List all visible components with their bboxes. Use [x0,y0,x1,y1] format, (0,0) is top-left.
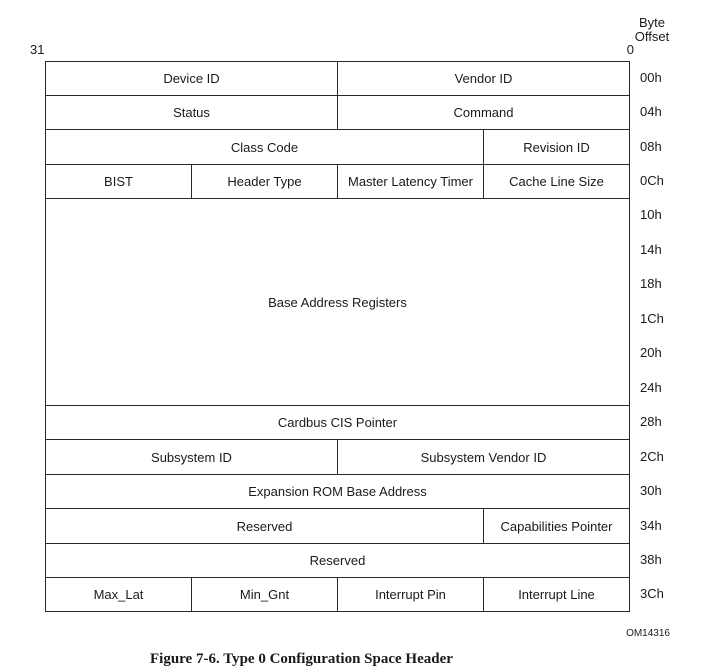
interrupt-line-field: Interrupt Line [483,577,630,612]
expansion-rom-base-address-field: Expansion ROM Base Address [45,474,630,509]
offset-label: 3Ch [640,586,664,601]
byte-offset-header-line1: Byte [638,15,665,30]
offset-label: 24h [640,380,662,395]
capabilities-pointer-field: Capabilities Pointer [483,508,630,544]
offset-label: 04h [640,104,662,119]
revision-id-field: Revision ID [483,129,630,165]
byte-offset-header-line2: Offset [634,29,670,44]
offset-label: 00h [640,70,662,85]
offset-label: 34h [640,518,662,533]
base-address-registers-field: Base Address Registers [45,198,630,406]
bist-field: BIST [45,164,192,199]
reserved-38h-field: Reserved [45,543,630,578]
figure-id: OM14316 [626,628,670,639]
interrupt-pin-field: Interrupt Pin [337,577,484,612]
header-type-field: Header Type [191,164,338,199]
offset-label: 2Ch [640,449,664,464]
offset-label: 0Ch [640,173,664,188]
master-latency-timer-field: Master Latency Timer [337,164,484,199]
max-lat-field: Max_Lat [45,577,192,612]
command-field: Command [337,95,630,130]
offset-label: 30h [640,483,662,498]
subsystem-vendor-id-field: Subsystem Vendor ID [337,439,630,475]
cache-line-size-field: Cache Line Size [483,164,630,199]
offset-label: 38h [640,552,662,567]
offset-label: 08h [640,139,662,154]
subsystem-id-field: Subsystem ID [45,439,338,475]
class-code-field: Class Code [45,129,484,165]
reserved-34h-field: Reserved [45,508,484,544]
device-id-field: Device ID [45,61,338,96]
offset-label: 10h [640,207,662,222]
cardbus-cis-pointer-field: Cardbus CIS Pointer [45,405,630,440]
offset-label: 18h [640,276,662,291]
figure-caption: Figure 7-6. Type 0 Configuration Space H… [150,651,453,667]
offset-label: 1Ch [640,311,664,326]
status-field: Status [45,95,338,130]
bit-0-label: 0 [626,42,634,57]
bit-31-label: 31 [30,42,45,57]
min-gnt-field: Min_Gnt [191,577,338,612]
vendor-id-field: Vendor ID [337,61,630,96]
offset-label: 20h [640,345,662,360]
offset-label: 28h [640,414,662,429]
offset-label: 14h [640,242,662,257]
